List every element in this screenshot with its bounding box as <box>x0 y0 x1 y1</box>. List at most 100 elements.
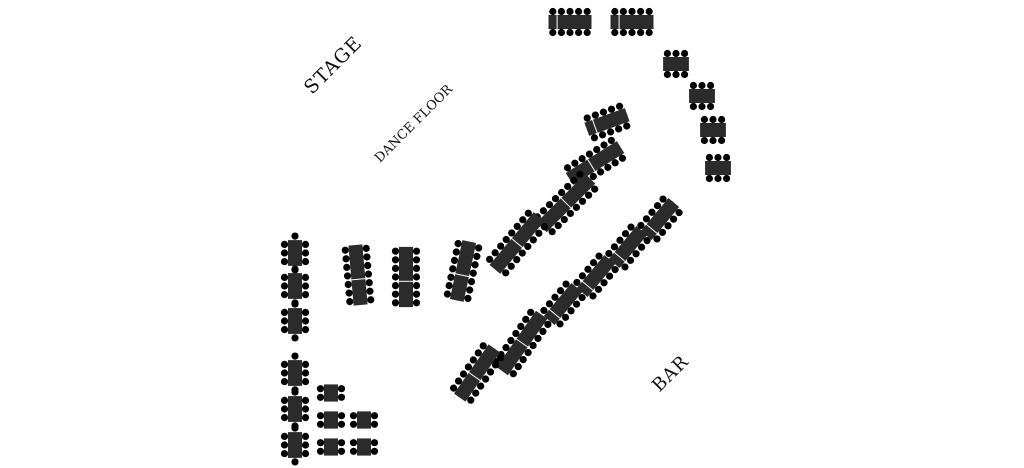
seat <box>291 388 299 396</box>
table-seam <box>560 197 572 209</box>
banquet-table <box>280 300 310 342</box>
seat <box>337 447 346 455</box>
seat <box>600 141 608 149</box>
seat <box>316 439 325 447</box>
seat <box>316 393 325 401</box>
seat <box>567 307 575 315</box>
seat <box>551 293 559 301</box>
seat <box>632 250 640 258</box>
seat <box>280 369 289 377</box>
seat <box>611 265 619 274</box>
seat <box>566 7 574 16</box>
seat <box>519 216 527 224</box>
seat <box>589 259 598 267</box>
seat <box>534 334 542 343</box>
seat <box>544 320 552 328</box>
seat <box>280 414 289 422</box>
seat <box>469 356 477 364</box>
seat <box>540 306 548 315</box>
seat <box>529 341 537 350</box>
banquet-table <box>540 280 586 328</box>
seat <box>722 174 731 183</box>
seat <box>291 458 299 466</box>
banquet-table <box>663 49 689 79</box>
seat <box>706 81 715 90</box>
seat <box>507 336 515 345</box>
banquet-table <box>689 81 715 111</box>
seat <box>545 201 554 209</box>
seat <box>589 172 597 181</box>
seat <box>301 240 310 248</box>
table-top <box>288 360 302 386</box>
table-seam <box>515 338 529 348</box>
seat <box>337 420 346 428</box>
seat <box>291 265 299 273</box>
seat <box>700 115 708 124</box>
seat <box>524 209 532 217</box>
seat <box>628 7 636 16</box>
seat <box>316 385 325 393</box>
seat <box>479 342 487 350</box>
seat <box>628 28 636 37</box>
seat <box>560 215 568 224</box>
table-seam <box>646 223 658 234</box>
banquet-table <box>316 411 346 429</box>
seat <box>672 49 680 58</box>
seat <box>291 300 299 308</box>
seat <box>301 317 310 325</box>
seat <box>714 153 722 162</box>
seat <box>341 246 349 254</box>
seat <box>557 7 566 16</box>
seat <box>349 447 358 455</box>
seat <box>280 258 289 266</box>
seat <box>349 439 358 447</box>
seat <box>680 49 689 58</box>
table-top <box>288 273 302 299</box>
seat <box>469 269 477 277</box>
seat <box>301 405 310 413</box>
seat <box>367 296 375 304</box>
seat <box>452 248 460 256</box>
seat <box>576 170 584 178</box>
seat <box>454 239 462 248</box>
seat <box>301 369 310 377</box>
seat <box>539 327 547 336</box>
seat <box>280 291 289 299</box>
seat <box>714 174 722 183</box>
seat <box>301 414 310 422</box>
seat <box>370 439 379 447</box>
seat <box>596 168 605 176</box>
seat <box>349 412 358 420</box>
table-top <box>324 411 338 429</box>
seat <box>680 70 689 79</box>
table-top <box>543 283 583 325</box>
seat <box>513 256 521 264</box>
seat <box>301 291 310 299</box>
seat <box>449 265 457 273</box>
seat <box>391 247 400 255</box>
seat <box>391 290 400 298</box>
seat <box>337 412 346 420</box>
seat <box>689 102 697 111</box>
seat <box>412 256 421 264</box>
seat <box>524 348 532 357</box>
seat <box>362 244 370 252</box>
seat <box>590 134 599 142</box>
table-top <box>608 226 648 268</box>
seat <box>605 249 613 258</box>
seat <box>607 136 615 145</box>
seat <box>643 236 651 245</box>
seat <box>280 441 289 449</box>
seat <box>549 28 557 37</box>
seat <box>539 207 547 215</box>
seat <box>364 261 372 270</box>
seat <box>637 221 645 230</box>
seat <box>663 70 671 79</box>
seat <box>573 278 581 287</box>
seat <box>572 203 581 211</box>
seat <box>519 355 527 364</box>
seat <box>363 253 371 261</box>
seat <box>621 263 629 271</box>
seat <box>475 244 483 252</box>
seat <box>584 265 592 273</box>
